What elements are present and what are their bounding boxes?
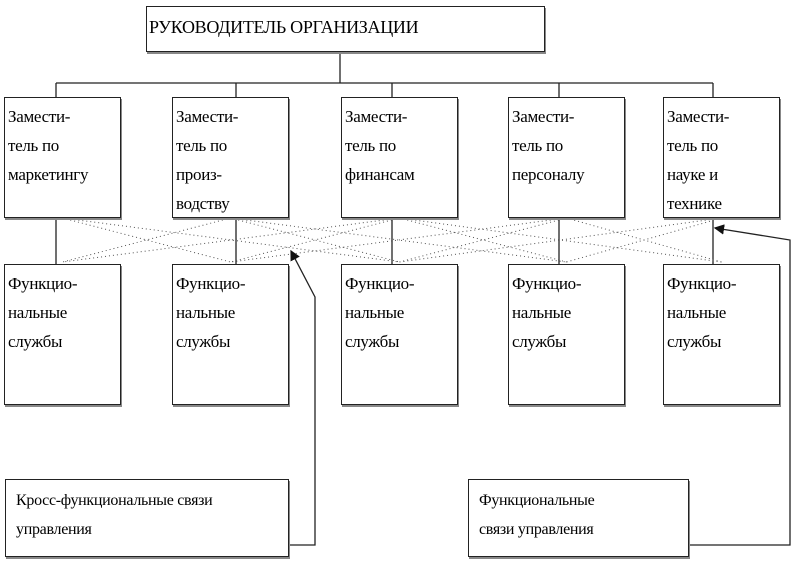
deputy-box: Замести-тель по науке и технике	[663, 97, 780, 218]
functional-services-box: Функцио-нальные службы	[341, 264, 458, 405]
services-label-line: нальные	[8, 303, 67, 322]
services-label-line: нальные	[512, 303, 571, 322]
deputy-label-line: Замести-	[667, 107, 730, 126]
deputy-label-line: тель по	[345, 136, 396, 155]
head-box: РУКОВОДИТЕЛЬ ОРГАНИЗАЦИИ	[146, 6, 545, 52]
cross-functional-link	[399, 217, 567, 263]
legend-cross-functional-box: Кросс-функциональные связи управления	[5, 479, 289, 557]
services-label-line: службы	[667, 332, 722, 351]
services-label-line: службы	[176, 332, 231, 351]
deputy-label-line: технике	[667, 194, 722, 213]
functional-services-box: Функцио-нальные службы	[172, 264, 289, 405]
deputy-label-line: финансам	[345, 165, 415, 184]
services-label-line: нальные	[176, 303, 235, 322]
head-label: РУКОВОДИТЕЛЬ ОРГАНИЗАЦИИ	[149, 17, 419, 37]
cross-functional-link	[62, 217, 231, 263]
deputy-label-line: Замести-	[176, 107, 239, 126]
deputy-box: Замести-тель по финансам	[341, 97, 458, 218]
legend-line: Кросс-функциональные связи	[16, 492, 213, 509]
deputy-label-line: Замести-	[512, 107, 575, 126]
deputy-label-line: тель по	[667, 136, 718, 155]
cross-functional-link	[230, 217, 567, 263]
services-label-line: службы	[8, 332, 63, 351]
cross-functional-link	[62, 217, 400, 263]
deputy-box: Замести-тель по маркетингу	[4, 97, 121, 218]
services-label-line: службы	[512, 332, 567, 351]
cross-functional-link	[62, 217, 231, 263]
functional-arrow	[689, 224, 791, 546]
services-label-line: нальные	[345, 303, 404, 322]
deputy-label-line: науке и	[667, 165, 718, 184]
deputy-label-line: тель по	[176, 136, 227, 155]
deputy-box: Замести-тель по персоналу	[508, 97, 625, 218]
functional-services-box: Функцио-нальные службы	[4, 264, 121, 405]
deputy-box: Замести-тель по произ-водству	[172, 97, 289, 218]
deputy-label-line: Замести-	[345, 107, 408, 126]
deputy-label-line: произ-	[176, 165, 222, 184]
services-label-line: Функцио-	[176, 274, 246, 293]
services-label-line: Функцио-	[345, 274, 415, 293]
deputy-label-line: персоналу	[512, 165, 585, 184]
cross-functional-link	[230, 217, 567, 263]
services-label-line: Функцио-	[667, 274, 737, 293]
cross-functional-link	[566, 217, 722, 263]
services-label-line: нальные	[667, 303, 726, 322]
cross-functional-link	[62, 217, 400, 263]
legend-line: управления	[16, 521, 92, 538]
functional-services-box: Функцио-нальные службы	[663, 264, 780, 405]
deputy-label-line: водству	[176, 194, 230, 213]
deputy-label-line: тель по	[8, 136, 59, 155]
legend-functional-box: Функциональные связи управления	[468, 479, 689, 557]
cross-functional-arrow	[289, 249, 316, 546]
functional-services-box: Функцио-нальные службы	[508, 264, 625, 405]
legend-line: связи управления	[479, 521, 594, 538]
cross-functional-link	[399, 217, 567, 263]
legend-line: Функциональные	[479, 492, 595, 509]
services-label-line: Функцио-	[8, 274, 78, 293]
deputy-label-line: маркетингу	[8, 165, 89, 184]
deputy-label-line: Замести-	[8, 107, 71, 126]
services-label-line: Функцио-	[512, 274, 582, 293]
services-label-line: службы	[345, 332, 400, 351]
deputy-label-line: тель по	[512, 136, 563, 155]
